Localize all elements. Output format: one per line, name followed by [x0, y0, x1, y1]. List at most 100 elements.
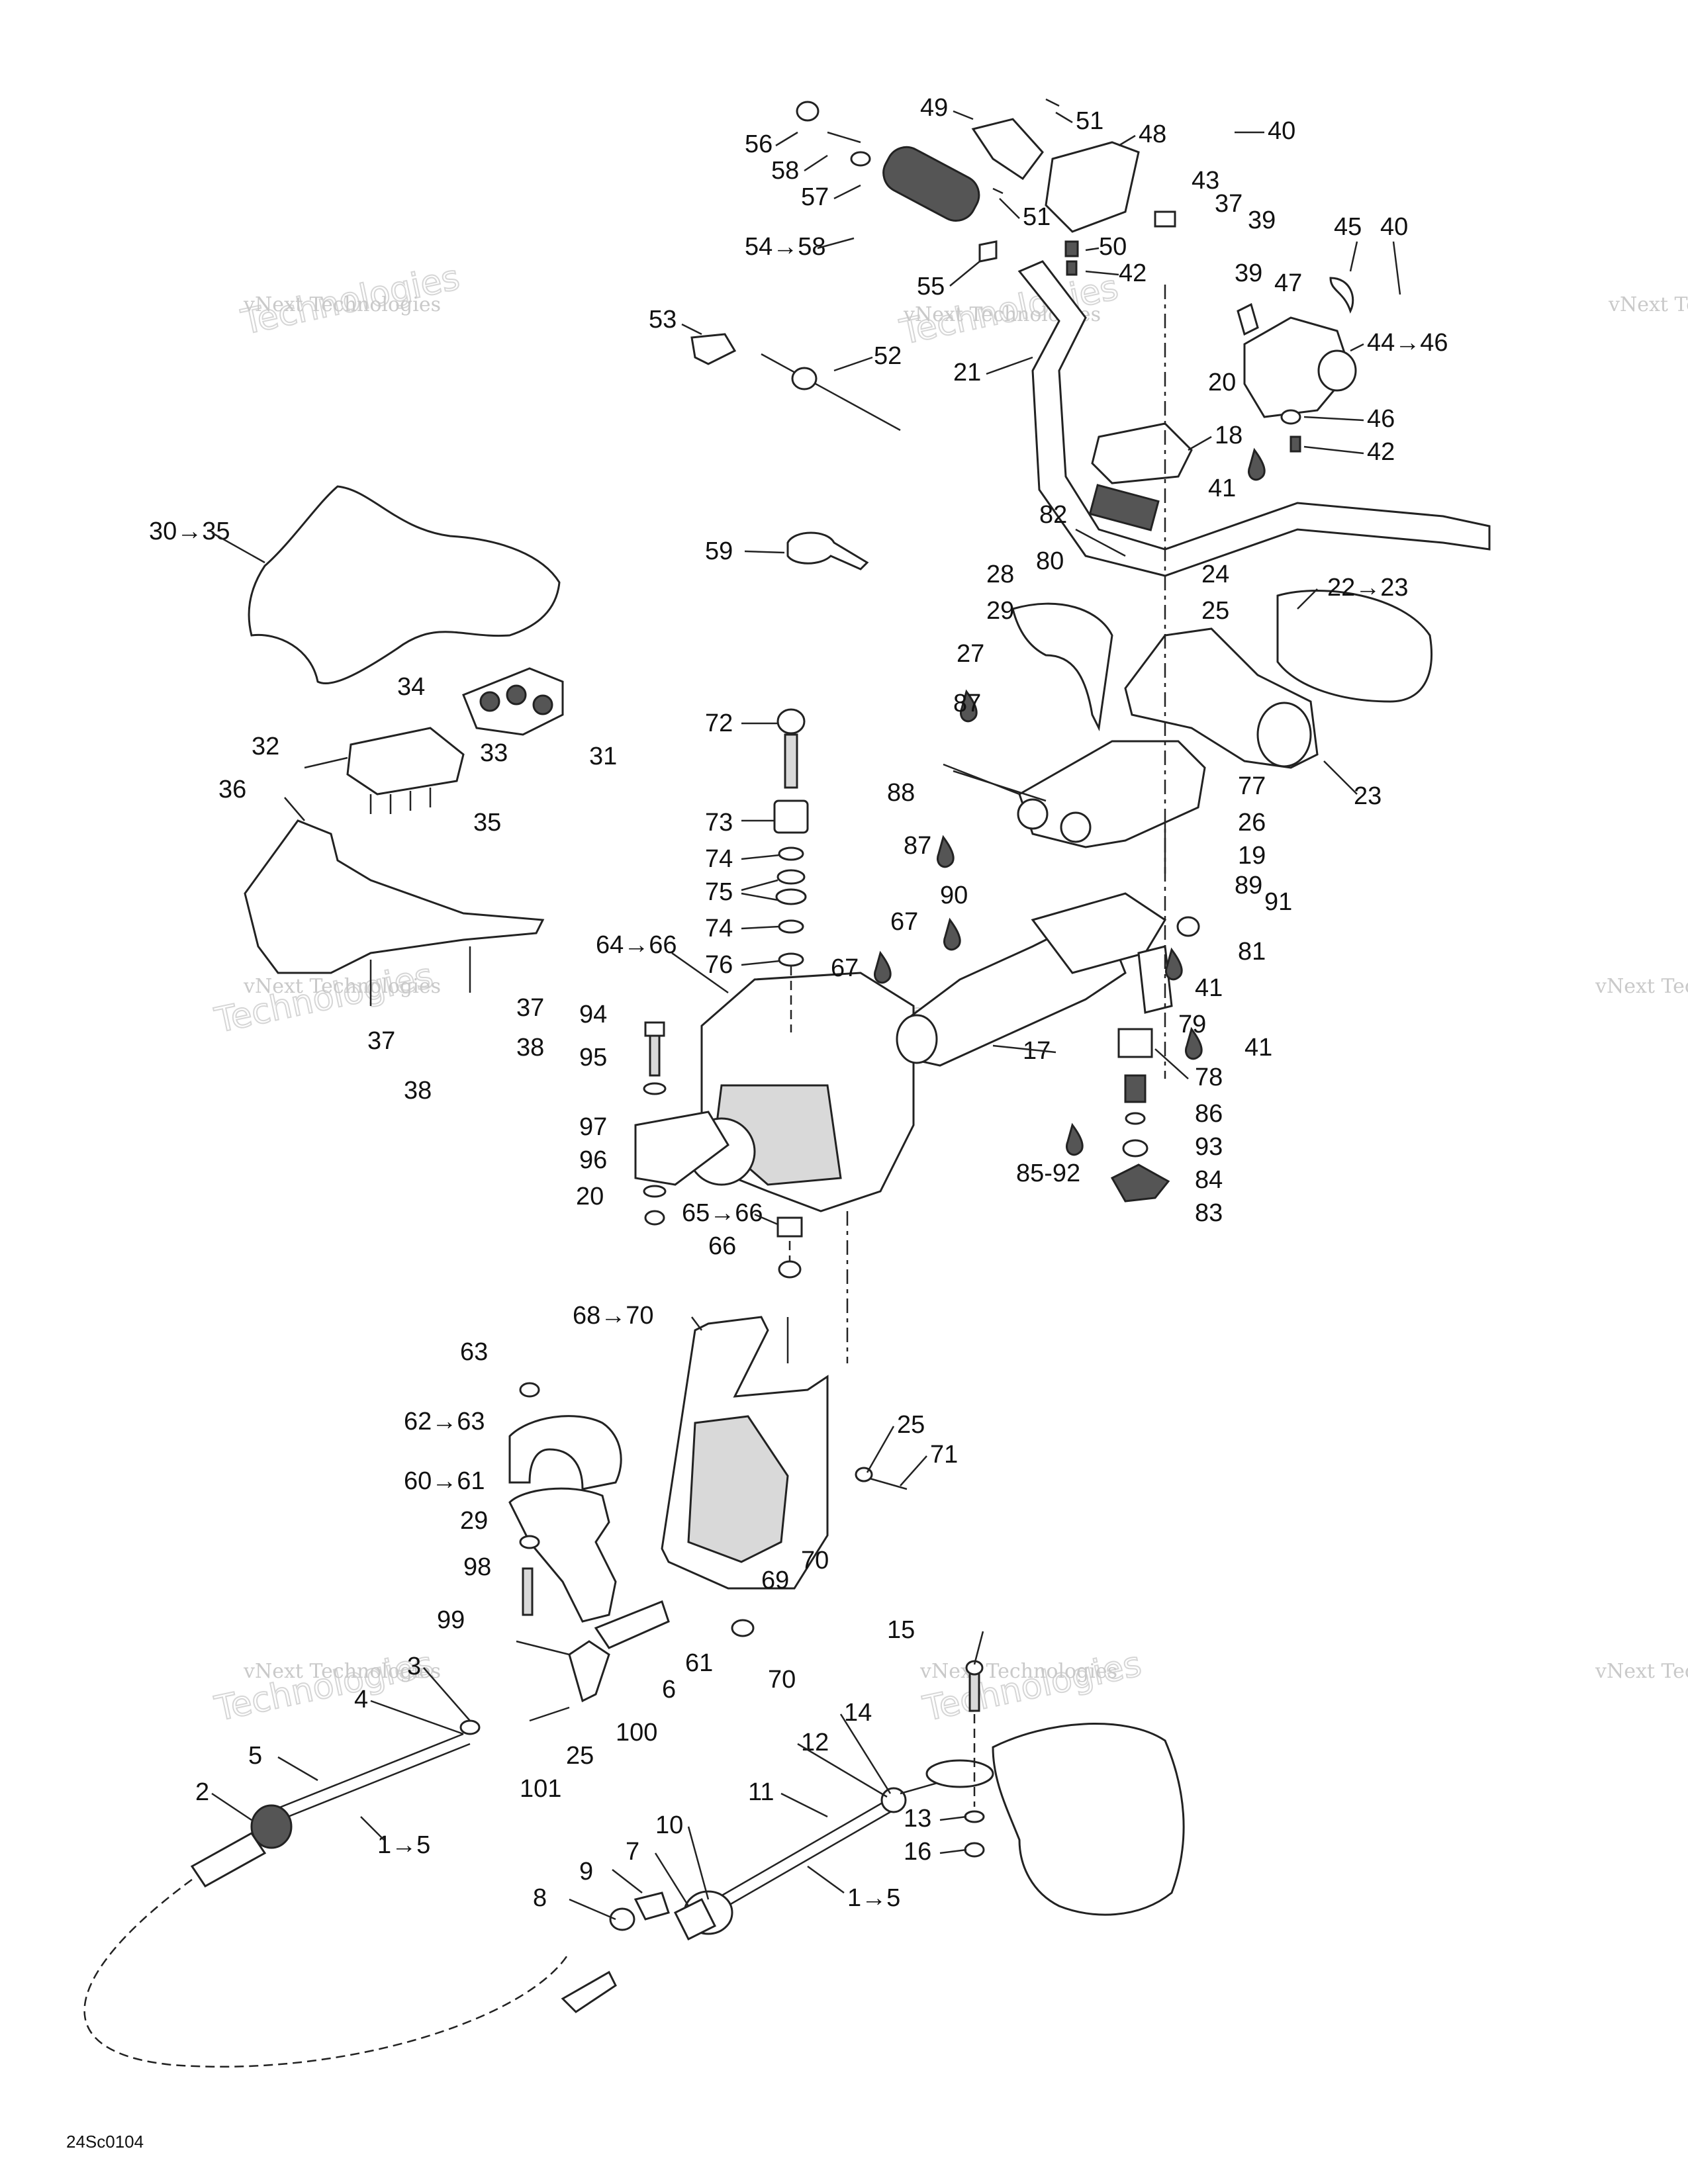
callout-66: 66 [708, 1232, 736, 1260]
callout-27: 27 [957, 640, 984, 668]
callout-93: 93 [1195, 1133, 1223, 1161]
svg-text:Technologies: Technologies [211, 1645, 436, 1729]
callout-20-mid: 20 [576, 1183, 604, 1210]
callout-90: 90 [940, 882, 968, 909]
callout-74-b: 74 [705, 915, 733, 942]
callout-25-mid: 25 [897, 1411, 925, 1439]
watermark-text-top-right: vNext Technologies [1608, 293, 1688, 316]
callout-13: 13 [904, 1805, 931, 1833]
handlebar-knurl [1088, 484, 1160, 531]
square-nut [776, 1216, 803, 1238]
callout-100: 100 [616, 1719, 657, 1747]
callout-9: 9 [579, 1858, 593, 1886]
bracket-60-61 [508, 1487, 617, 1623]
callout-86: 86 [1195, 1100, 1223, 1128]
callout-1-5-a: 1→5 [377, 1831, 430, 1859]
callout-33: 33 [480, 739, 508, 767]
callout-60-61: 60→61 [404, 1467, 485, 1495]
callout-83: 83 [1195, 1199, 1223, 1227]
lower-bracket [244, 819, 545, 974]
callout-25-lower: 25 [566, 1742, 594, 1770]
riser-clamp [1091, 422, 1193, 484]
callout-98: 98 [463, 1553, 491, 1581]
callout-26: 26 [1238, 809, 1266, 837]
callout-65-66: 65→66 [682, 1199, 763, 1227]
callout-labels: 56 58 57 49 51 48 40 54→58 51 43 37 39 5… [149, 94, 1448, 1912]
callout-69: 69 [761, 1567, 789, 1594]
callout-61: 61 [685, 1649, 713, 1677]
choke-cable [690, 333, 901, 432]
center-bolt-stack [773, 708, 809, 1032]
callout-38-b: 38 [404, 1077, 432, 1105]
callout-43: 43 [1192, 167, 1219, 195]
steering-cable-rear [561, 1779, 947, 2013]
callout-41-mid: 41 [1195, 974, 1223, 1002]
callout-62-63: 62→63 [404, 1408, 485, 1435]
parts-group [83, 98, 1491, 2068]
callout-35: 35 [473, 809, 501, 837]
callout-57: 57 [801, 183, 829, 211]
callout-51-mid: 51 [1023, 203, 1051, 231]
callout-82: 82 [1039, 501, 1067, 529]
grease-drops [874, 447, 1266, 1156]
callout-68-70: 68→70 [573, 1302, 654, 1330]
callout-28: 28 [986, 561, 1014, 588]
right-housing [1154, 210, 1357, 453]
callout-4: 4 [354, 1686, 368, 1713]
callout-89: 89 [1235, 872, 1262, 899]
callout-40-top: 40 [1268, 117, 1295, 145]
callout-73: 73 [705, 809, 733, 837]
callout-25-top: 25 [1201, 597, 1229, 625]
handlebar [1017, 260, 1491, 577]
throttle-housing [971, 98, 1140, 276]
callout-37-top: 37 [1215, 190, 1243, 218]
callout-54-58: 54→58 [745, 233, 826, 261]
watermark-bottom-left: Technologies [211, 1644, 437, 1730]
callout-42-right: 42 [1367, 438, 1395, 466]
callout-49: 49 [920, 94, 948, 122]
callout-47: 47 [1274, 269, 1302, 297]
svg-text:Technologies: Technologies [919, 1645, 1145, 1729]
figure-reference-code: 24Sc0104 [66, 2132, 144, 2152]
watermark-text-bottom-left: vNext Technologies [243, 1660, 441, 1683]
steering-lever [516, 1600, 670, 1722]
left-bolt-stack [643, 1021, 667, 1226]
callout-46: 46 [1367, 405, 1395, 433]
callout-94: 94 [579, 1001, 607, 1028]
callout-48: 48 [1139, 120, 1166, 148]
callout-81: 81 [1238, 938, 1266, 966]
grip-assembly [796, 101, 998, 263]
callout-45: 45 [1334, 213, 1362, 241]
watermark-text-top-left: vNext Technologies [243, 293, 441, 316]
callout-96: 96 [579, 1146, 607, 1174]
steering-cable-front [83, 1719, 571, 2068]
callout-6: 6 [662, 1676, 676, 1704]
bolt-88 [943, 763, 1020, 796]
callout-7: 7 [626, 1838, 639, 1866]
callout-63-top: 63 [460, 1338, 488, 1366]
steering-cover [248, 485, 561, 685]
callout-55: 55 [917, 273, 945, 300]
callout-52: 52 [874, 342, 902, 370]
callout-56: 56 [745, 130, 773, 158]
callout-24: 24 [1201, 561, 1229, 588]
watermark-text-bottom-center: vNext Technologies [919, 1660, 1117, 1683]
callout-38-a: 38 [516, 1034, 544, 1062]
steering-support [953, 740, 1206, 848]
callout-77: 77 [1238, 772, 1266, 800]
callout-76: 76 [705, 951, 733, 979]
lower-mounting-plate [661, 1316, 829, 1590]
watermark-text-mid-left: vNext Technologies [243, 975, 441, 998]
callout-37-left: 37 [516, 994, 544, 1022]
callout-29-mid: 29 [460, 1507, 488, 1535]
nut-70 [731, 1619, 755, 1637]
callout-87-mid: 87 [904, 832, 931, 860]
callout-2: 2 [195, 1778, 209, 1806]
watermark-text-bottom-right: vNext Technologies [1595, 1660, 1688, 1683]
callout-21: 21 [953, 359, 981, 387]
callout-67-a: 67 [890, 908, 918, 936]
callout-8: 8 [533, 1884, 547, 1912]
callout-80: 80 [1036, 547, 1064, 575]
callout-14: 14 [844, 1699, 872, 1727]
watermark-text-mid-right: vNext Technologies [1595, 975, 1688, 998]
